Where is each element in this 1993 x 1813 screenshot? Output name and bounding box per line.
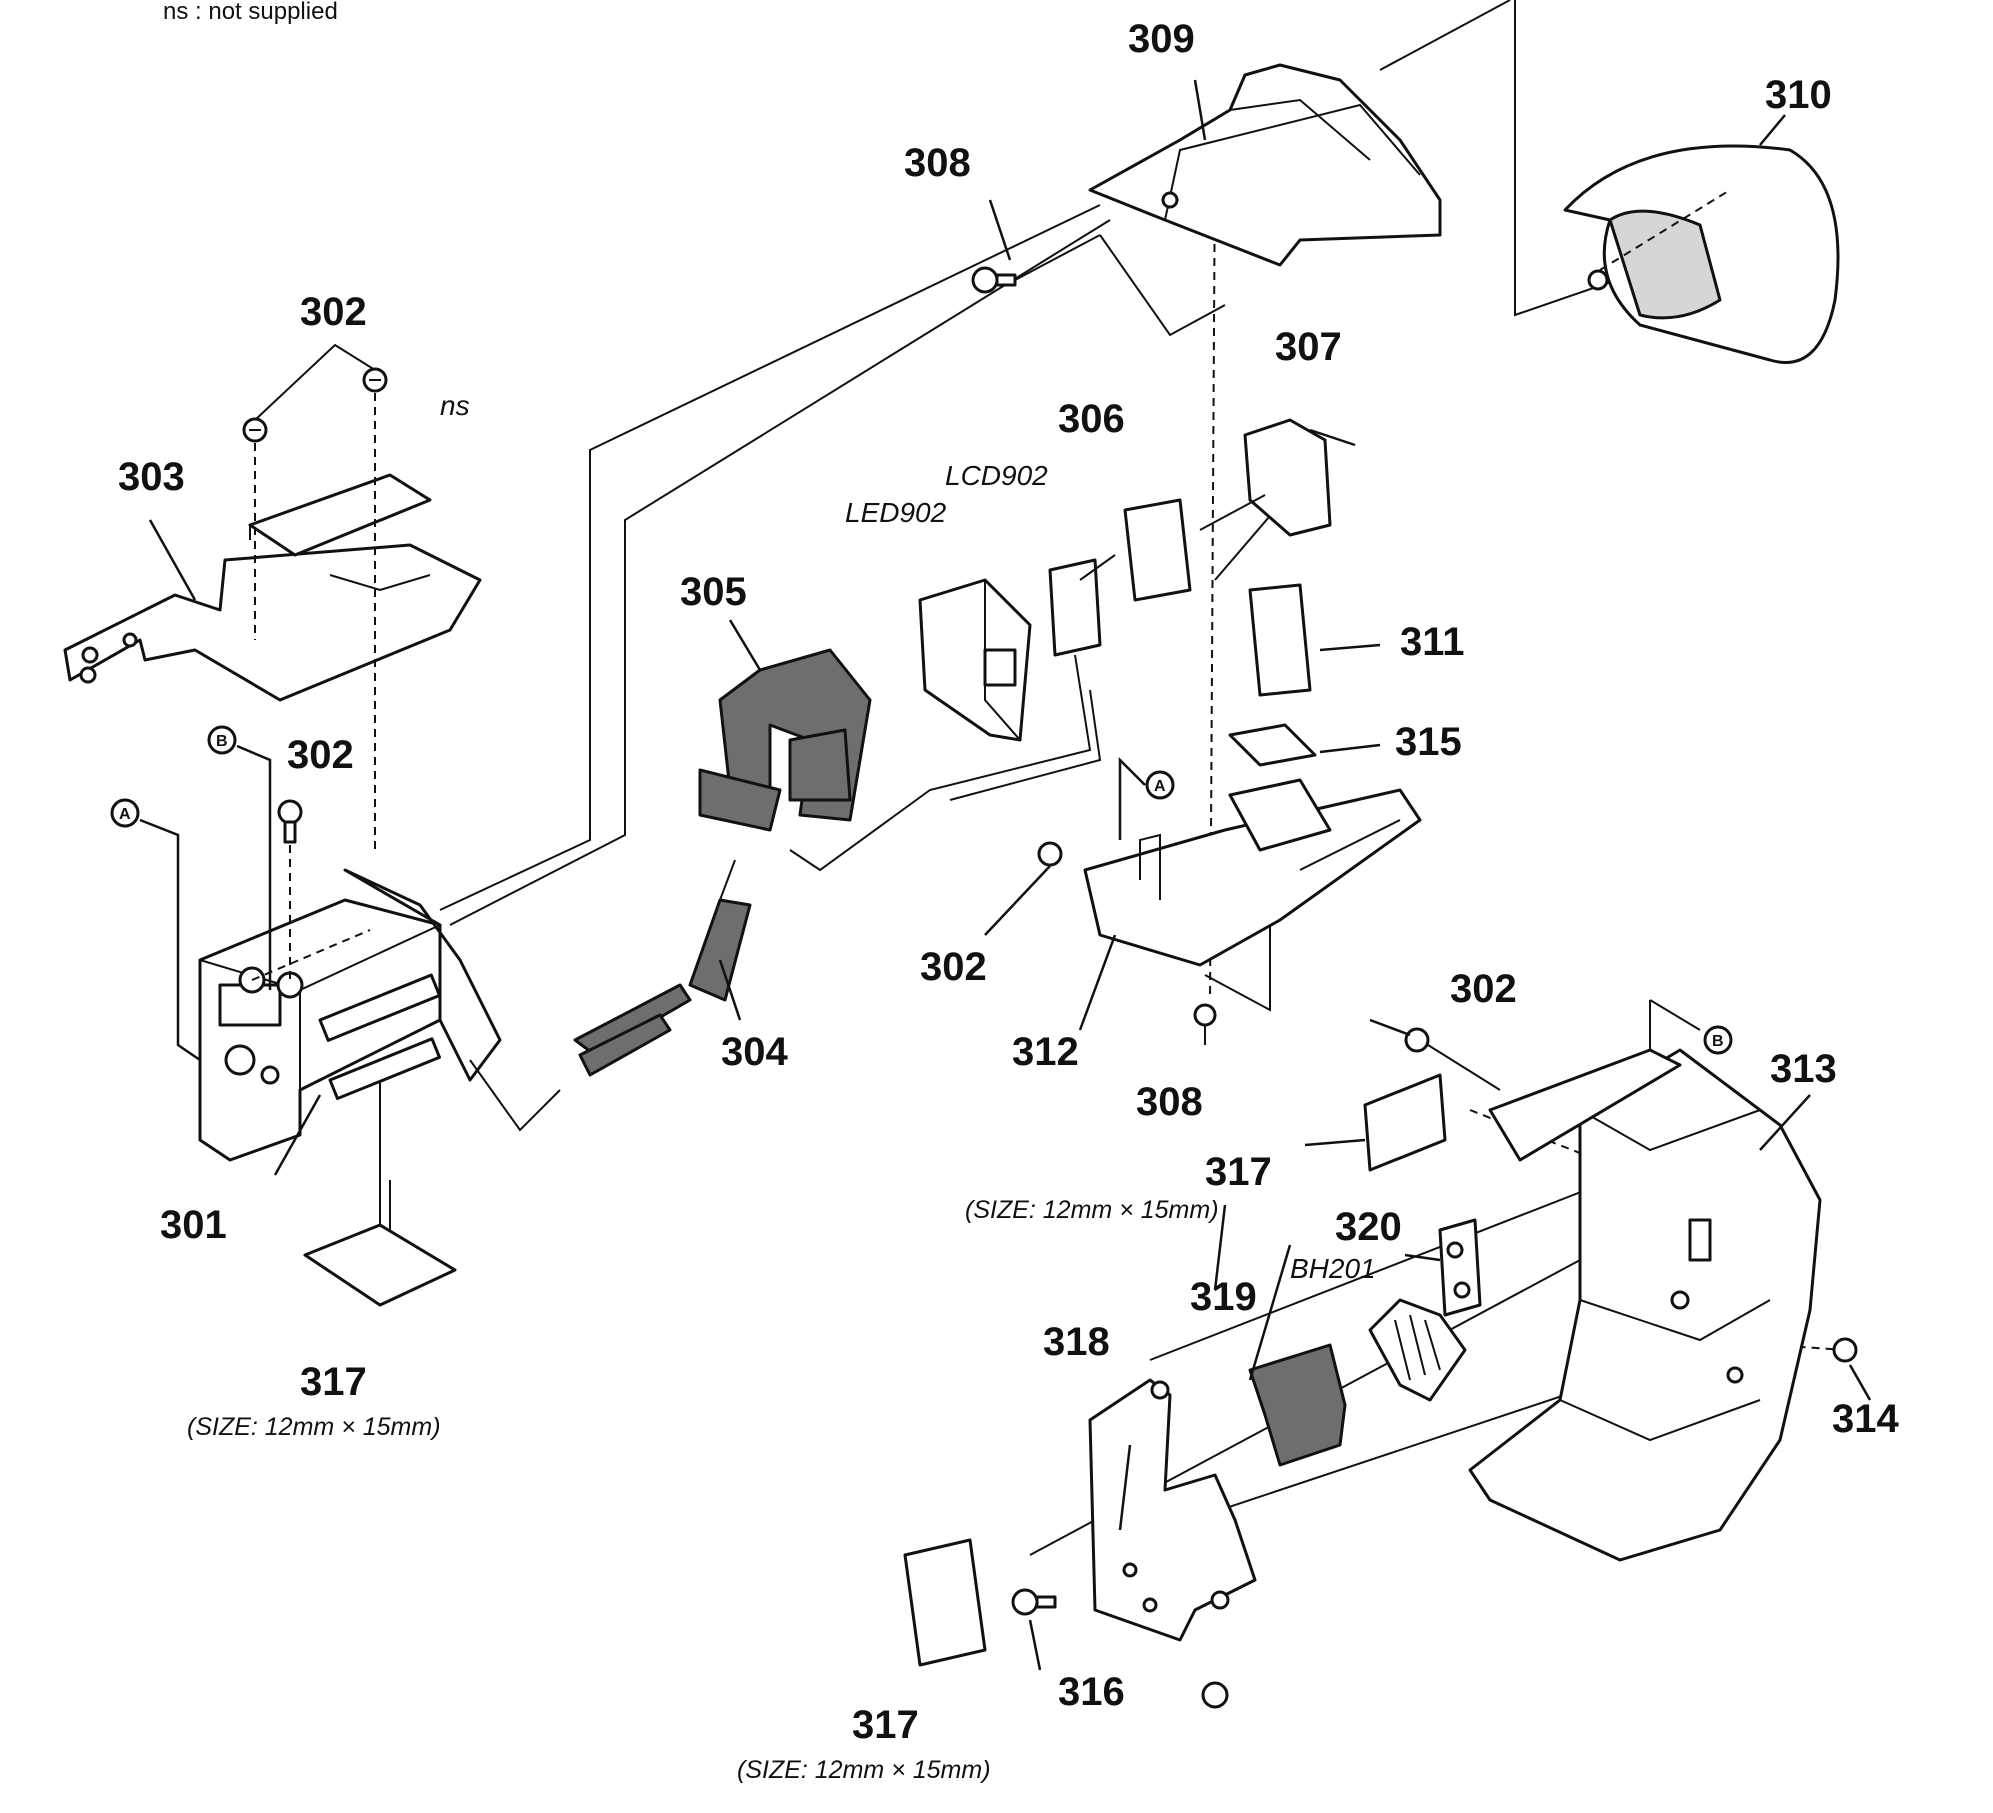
part-303-bracket [63,543,482,702]
label-bh201: BH201 [1290,1253,1376,1284]
part-317-pad-mid [1363,1073,1447,1172]
label-305: 305 [680,570,747,614]
screw-302-right [1404,1027,1430,1053]
label-led902: LED902 [845,497,947,528]
part-301-block [198,868,561,1240]
label-317-bottom: 317 [852,1703,919,1747]
label-317-mid: 317 [1205,1150,1272,1194]
marker-a-right: A [1118,756,1175,840]
size-note-mid: (SIZE: 12mm × 15mm) [965,1196,1219,1224]
svg-text:A: A [119,806,131,823]
not-supplied-note: ns : not supplied [163,0,338,25]
led902-module [918,578,1032,742]
part-labels: 309 310 308 302 ns 303 307 306 LCD902 LE… [118,17,1899,1784]
part-304-flex [573,859,752,1077]
label-302-center: 302 [920,945,987,989]
part-319-flex [1248,1343,1347,1467]
svg-text:B: B [1712,1033,1724,1050]
part-315-sheet [1228,723,1317,767]
label-307: 307 [1275,325,1342,369]
label-302-mid: 302 [287,733,354,777]
label-312: 312 [1012,1030,1079,1074]
label-320: 320 [1335,1205,1402,1249]
label-309: 309 [1128,17,1195,61]
screw-302-center [1037,841,1063,867]
part-306-plate [1123,498,1192,602]
part-318-bracket [1088,1378,1257,1709]
marker-a-left: A [110,798,201,1062]
label-lcd902: LCD902 [945,460,1048,491]
ns-plate [248,473,432,557]
marker-b-right: B [1703,1025,1733,1055]
part-307-bracket [1243,418,1332,537]
marker-b-left: B [207,725,272,990]
label-304: 304 [721,1030,788,1074]
part-305-flex [698,648,872,832]
lcd902-panel [789,558,1102,872]
label-ns: ns [440,390,470,421]
label-314: 314 [1832,1397,1899,1441]
part-311-sheet [1248,583,1312,697]
part-313-body [1468,1048,1822,1562]
size-note-left: (SIZE: 12mm × 15mm) [187,1413,441,1441]
label-317-left: 317 [300,1360,367,1404]
label-311: 311 [1400,620,1465,664]
label-308-top: 308 [904,141,971,185]
size-note-bottom: (SIZE: 12mm × 15mm) [737,1756,991,1784]
label-313: 313 [1770,1047,1837,1091]
label-306: 306 [1058,397,1125,441]
svg-text:B: B [216,733,228,750]
part-312-frame [1083,778,1422,967]
part-310-cover [1563,144,1840,364]
screws-302-top [242,343,388,850]
part-317-pad-left [303,1223,457,1307]
part-320-plate [1438,1218,1482,1317]
leader-lines [148,79,1872,1671]
label-319: 319 [1190,1275,1257,1319]
label-315: 315 [1395,720,1462,764]
screw-302-mid [277,799,303,980]
label-303: 303 [118,455,185,499]
screw-314 [1832,1337,1858,1363]
part-313-rail [1488,1048,1682,1162]
part-317-pad-bottom [903,1538,987,1667]
label-308-bottom: 308 [1136,1080,1203,1124]
bh201-holder [1368,1298,1467,1402]
label-310: 310 [1765,73,1832,117]
label-318: 318 [1043,1320,1110,1364]
label-316: 316 [1058,1670,1125,1714]
part-309-housing [1088,63,1442,267]
screw-308-top [971,234,1101,294]
screw-308-bottom [1193,1003,1217,1027]
label-302-right: 302 [1450,967,1517,1011]
label-302-top: 302 [300,290,367,334]
screw-316 [1011,1588,1057,1616]
label-301: 301 [160,1203,227,1247]
svg-text:A: A [1154,778,1166,795]
